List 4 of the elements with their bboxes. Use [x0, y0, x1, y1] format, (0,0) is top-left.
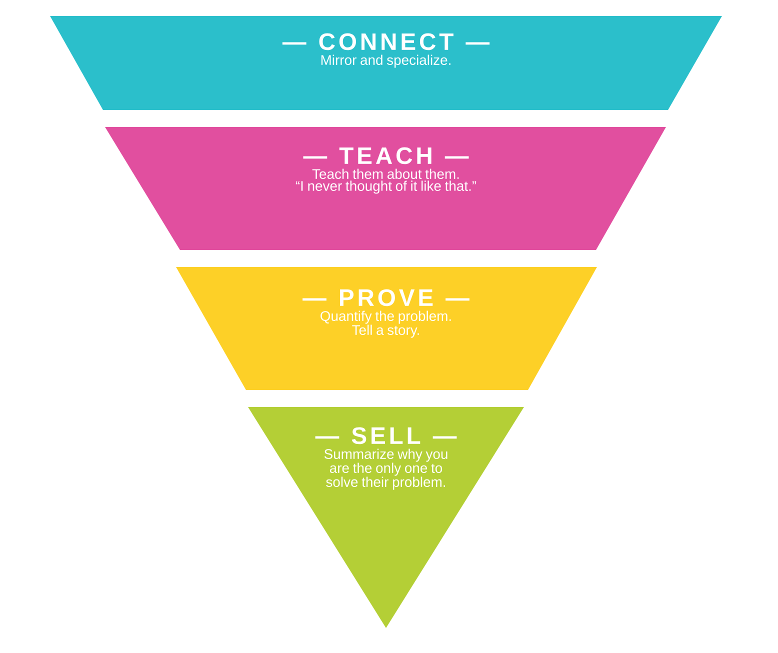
funnel-band: — CONNECT — Mirror and specialize.	[50, 16, 722, 110]
funnel-band: — PROVE — Quantify the problem. Tell a story.	[176, 267, 597, 390]
funnel-band: — SELL — Summarize why you are the only one to solve their problem.	[248, 407, 524, 628]
funnel-band: — TEACH — Teach them about them. “I never thought of it like that.”	[105, 127, 666, 250]
